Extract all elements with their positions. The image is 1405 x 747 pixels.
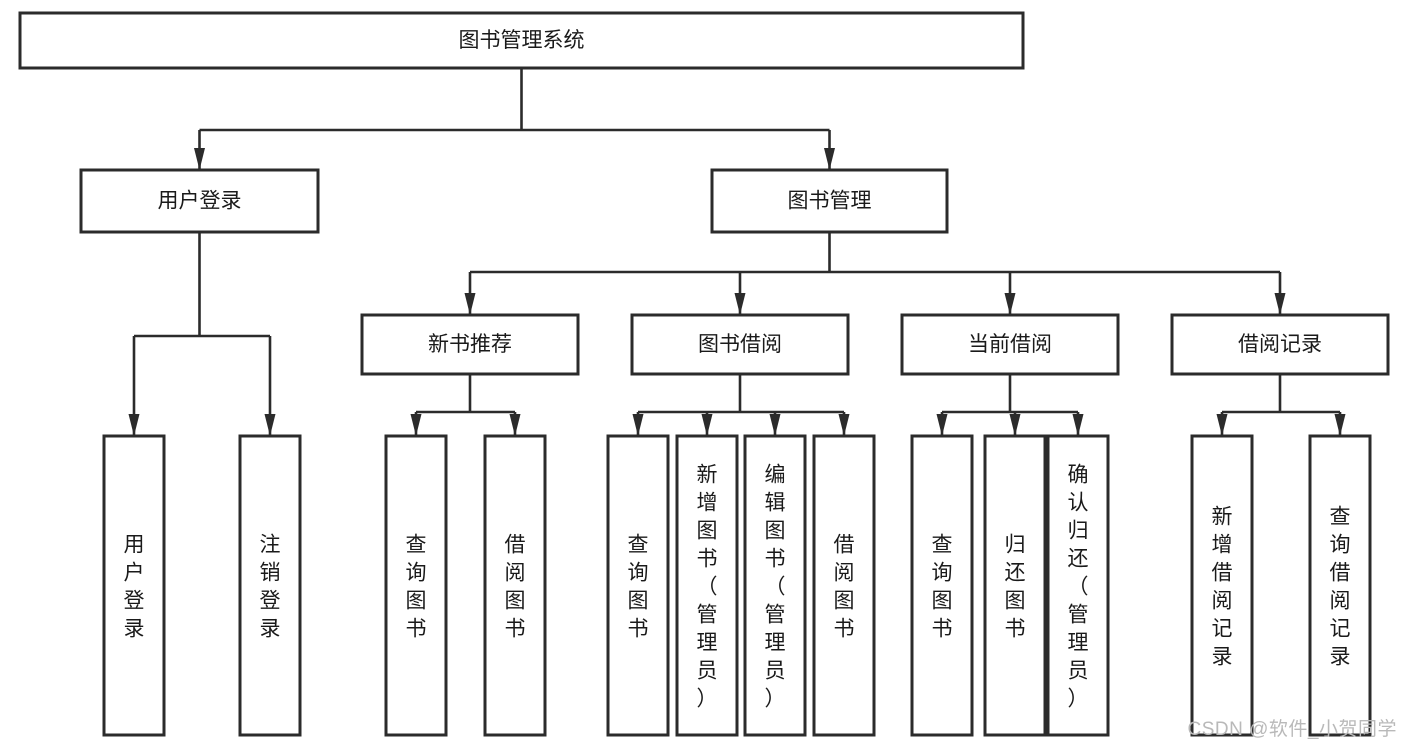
arrow-head-icon (410, 414, 422, 436)
node-leaf-logout-box[interactable] (238, 434, 302, 737)
node-leaf-edit-book-box[interactable] (743, 434, 807, 737)
arrow-head-icon (632, 414, 644, 436)
node-current-borrow-label: 当前借阅 (968, 333, 1052, 356)
node-leaf-query-book-1-label: 查询图书 (406, 533, 427, 640)
arrow-head-icon (824, 148, 835, 170)
node-leaf-add-book-label: 新增图书（管理员） (697, 463, 718, 710)
node-leaf-return-book-label: 归还图书 (1005, 533, 1026, 640)
node-user-login[interactable]: 用户登录 (79, 168, 320, 234)
node-leaf-borrow-book-1-label: 借阅图书 (505, 533, 526, 640)
arrow-head-icon (936, 414, 948, 436)
node-leaf-borrow-book-2-box[interactable] (812, 434, 876, 737)
node-leaf-add-record[interactable]: 新增借阅记录 (1190, 434, 1254, 737)
node-leaf-query-book-2-box[interactable] (606, 434, 670, 737)
node-leaf-query-book-3-label: 查询图书 (932, 533, 953, 640)
node-borrow-record[interactable]: 借阅记录 (1170, 313, 1390, 376)
arrow-head-icon (264, 414, 276, 436)
node-leaf-edit-book[interactable]: 编辑图书（管理员） (743, 434, 807, 737)
node-borrow-record-box[interactable] (1170, 313, 1390, 376)
node-leaf-return-book-box[interactable] (983, 434, 1047, 737)
node-new-book-recommend-box[interactable] (360, 313, 580, 376)
node-book-management-box[interactable] (710, 168, 949, 234)
node-leaf-add-book-box[interactable] (675, 434, 739, 737)
node-leaf-query-book-3-box[interactable] (910, 434, 974, 737)
node-leaf-edit-book-label: 编辑图书（管理员） (765, 463, 786, 710)
node-user-login-label: 用户登录 (158, 190, 242, 213)
node-root-box[interactable] (18, 11, 1025, 70)
arrow-head-icon (128, 414, 140, 436)
node-book-borrow[interactable]: 图书借阅 (630, 313, 850, 376)
node-leaf-borrow-book-1[interactable]: 借阅图书 (483, 434, 547, 737)
arrow-head-icon (1274, 293, 1286, 315)
node-leaf-confirm-return-label: 确认归还（管理员） (1068, 463, 1089, 710)
node-layer: 图书管理系统用户登录图书管理新书推荐图书借阅当前借阅借阅记录用户登录注销登录查询… (18, 11, 1390, 737)
node-leaf-user-login[interactable]: 用户登录 (102, 434, 166, 737)
node-leaf-logout-label: 注销登录 (260, 533, 281, 640)
node-leaf-borrow-book-1-box[interactable] (483, 434, 547, 737)
arrow-head-icon (509, 414, 521, 436)
node-leaf-confirm-return-box[interactable] (1046, 434, 1110, 737)
node-book-management-label: 图书管理 (788, 190, 872, 213)
arrow-head-icon (769, 414, 781, 436)
node-leaf-query-book-2-label: 查询图书 (628, 533, 649, 640)
node-leaf-user-login-label: 用户登录 (124, 533, 145, 640)
node-root[interactable]: 图书管理系统 (18, 11, 1025, 70)
node-leaf-query-book-1[interactable]: 查询图书 (384, 434, 448, 737)
node-book-borrow-label: 图书借阅 (698, 333, 782, 356)
arrow-head-icon (194, 148, 205, 170)
arrow-head-icon (1009, 414, 1021, 436)
arrow-head-icon (701, 414, 713, 436)
arrow-head-icon (838, 414, 850, 436)
node-leaf-return-book[interactable]: 归还图书 (983, 434, 1047, 737)
node-borrow-record-label: 借阅记录 (1238, 333, 1322, 356)
node-leaf-query-book-1-box[interactable] (384, 434, 448, 737)
node-leaf-add-book[interactable]: 新增图书（管理员） (675, 434, 739, 737)
node-book-borrow-box[interactable] (630, 313, 850, 376)
node-leaf-user-login-box[interactable] (102, 434, 166, 737)
node-new-book-recommend-label: 新书推荐 (428, 333, 512, 356)
node-leaf-query-record[interactable]: 查询借阅记录 (1308, 434, 1372, 737)
arrow-head-icon (1004, 293, 1016, 315)
node-root-label: 图书管理系统 (459, 29, 585, 52)
node-leaf-borrow-book-2-label: 借阅图书 (834, 533, 855, 640)
node-current-borrow-box[interactable] (900, 313, 1120, 376)
connector-layer (128, 68, 1346, 436)
node-new-book-recommend[interactable]: 新书推荐 (360, 313, 580, 376)
node-book-management[interactable]: 图书管理 (710, 168, 949, 234)
node-current-borrow[interactable]: 当前借阅 (900, 313, 1120, 376)
node-leaf-query-record-box[interactable] (1308, 434, 1372, 737)
node-leaf-logout[interactable]: 注销登录 (238, 434, 302, 737)
arrow-head-icon (464, 293, 476, 315)
arrow-head-icon (1334, 414, 1346, 436)
node-user-login-box[interactable] (79, 168, 320, 234)
arrow-head-icon (734, 293, 746, 315)
node-leaf-query-record-label: 查询借阅记录 (1330, 505, 1351, 668)
node-leaf-confirm-return[interactable]: 确认归还（管理员） (1046, 434, 1110, 737)
node-leaf-add-record-box[interactable] (1190, 434, 1254, 737)
arrow-head-icon (1072, 414, 1084, 436)
node-leaf-add-record-label: 新增借阅记录 (1212, 505, 1233, 668)
node-leaf-query-book-2[interactable]: 查询图书 (606, 434, 670, 737)
node-leaf-query-book-3[interactable]: 查询图书 (910, 434, 974, 737)
arrow-head-icon (1216, 414, 1228, 436)
node-leaf-borrow-book-2[interactable]: 借阅图书 (812, 434, 876, 737)
